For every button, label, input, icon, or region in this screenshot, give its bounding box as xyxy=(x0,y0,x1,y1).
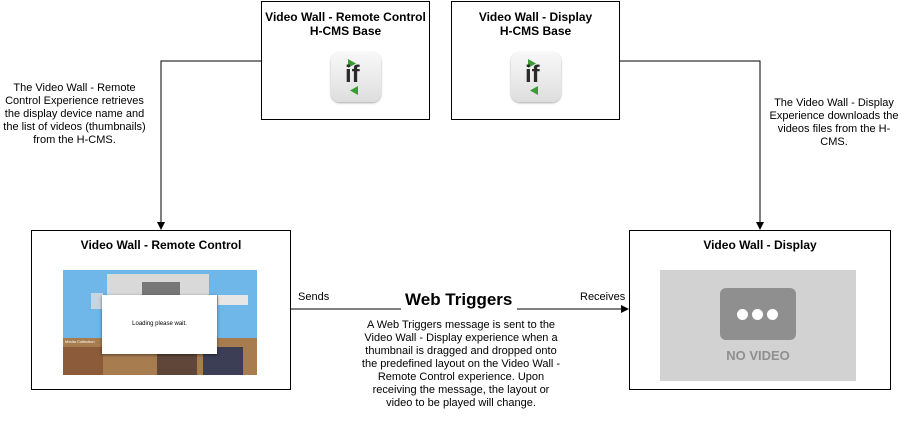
display-hcms-base-title: Video Wall - Display H-CMS Base xyxy=(478,10,593,38)
hcms-logo-icon: if xyxy=(331,52,381,102)
remote-control-screenshot: Media Collection Loading please wait. xyxy=(63,270,257,375)
rc-base-to-remote-control-arrow xyxy=(157,60,261,230)
web-triggers-description: A Web Triggers message is sent to the Vi… xyxy=(361,319,561,409)
loading-text: Loading please wait. xyxy=(132,321,187,327)
display-box: Video Wall - Display NO VIDEO xyxy=(629,230,891,390)
loading-dialog: Loading please wait. xyxy=(102,295,217,354)
more-icon xyxy=(720,288,796,340)
logo-text: if xyxy=(525,61,540,88)
no-video-text: NO VIDEO xyxy=(726,348,790,363)
display-base-to-display-arrow xyxy=(620,60,764,230)
sends-label: Sends xyxy=(298,291,330,303)
display-hcms-base-box: Video Wall - Display H-CMS Base if xyxy=(451,1,620,120)
rc-hcms-base-title: Video Wall - Remote Control H-CMS Base xyxy=(265,10,426,38)
screenshot-side-buttons xyxy=(91,293,103,309)
media-collection-label: Media Collection xyxy=(65,339,95,344)
screenshot-thumb-1 xyxy=(63,347,103,375)
hcms-logo-icon: if xyxy=(511,52,561,102)
remote-control-title: Video Wall - Remote Control xyxy=(80,238,242,252)
right-note: The Video Wall - Display Experience down… xyxy=(769,97,899,148)
logo-text: if xyxy=(345,61,360,88)
remote-control-box: Video Wall - Remote Control Media Collec… xyxy=(31,230,291,390)
receives-label: Receives xyxy=(580,291,626,303)
left-note: The Video Wall - Remote Control Experien… xyxy=(3,82,146,146)
rc-hcms-base-box: Video Wall - Remote Control H-CMS Base i… xyxy=(261,1,430,120)
display-title: Video Wall - Display xyxy=(703,238,817,252)
web-triggers-title: Web Triggers xyxy=(401,290,517,310)
screenshot-panel-dark xyxy=(142,282,180,298)
no-video-placeholder: NO VIDEO xyxy=(660,270,856,381)
screenshot-right-buttons xyxy=(218,295,248,305)
